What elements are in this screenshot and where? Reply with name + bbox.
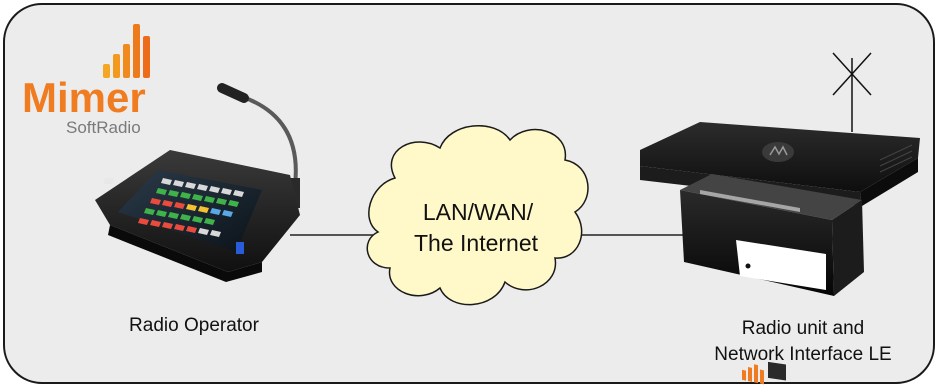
- radio-unit-label-line1: Radio unit and: [742, 318, 865, 339]
- logo-product: SoftRadio: [66, 118, 141, 137]
- cloud-text-line1: LAN/WAN/: [423, 199, 534, 225]
- radio-operator-label: Radio Operator: [129, 315, 260, 336]
- network-cloud-icon: [366, 125, 589, 306]
- antenna-icon: [832, 52, 872, 132]
- network-interface-box-icon: [680, 174, 864, 385]
- mimer-logo-bars-icon: [103, 24, 150, 78]
- logo-brand: Mimer: [22, 74, 146, 121]
- radio-unit-label-line2: Network Interface LE: [714, 344, 891, 365]
- operator-console-icon: [95, 83, 300, 282]
- cloud-text-line2: The Internet: [414, 230, 539, 256]
